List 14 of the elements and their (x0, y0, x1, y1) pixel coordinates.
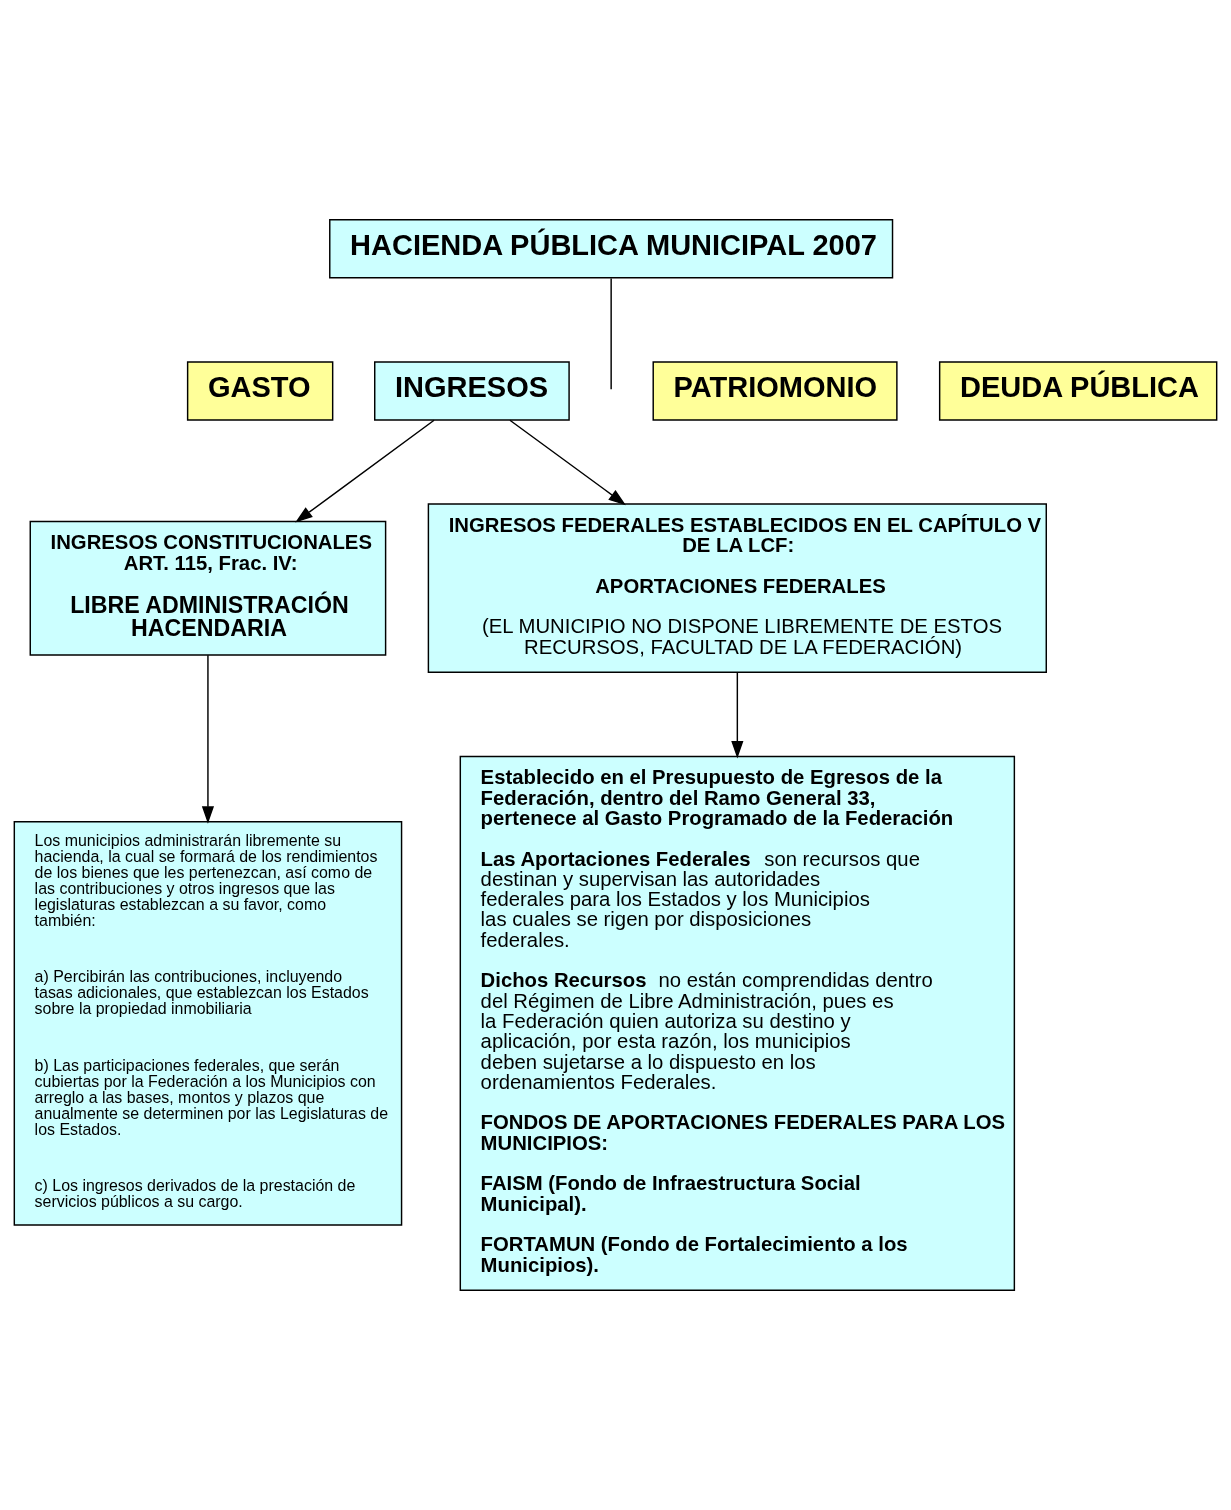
arrow (201, 654, 215, 824)
node-box: PATRIOMONIO (652, 361, 898, 421)
arrow (731, 671, 744, 759)
node-box: HACIENDA PÚBLICA MUNICIPAL 2007 (329, 219, 894, 279)
node-box: Los municipios administrarán libremente su hacienda, la cual se formará de los rendimientos de los bienes que les pertenezcan, así como de las contribuciones y otros ingresos que las legislaturas establezcan a su favor, como también: a) Percibirán las contribuciones, incluyendo tasas adicionales, que establezcan los Estados sobre la propiedad inmobiliaria b) Las participaciones federales, que serán cubiertas por la Federación a los Municipios con arreglo a las bases, montos y plazos que anualmente se determinen por las Legislaturas de los Estados. c) Los ingresos derivados de la prestación de servicios públicos a su cargo. (13, 821, 403, 1226)
arrow (295, 419, 435, 523)
arrow (509, 419, 626, 506)
node-box: INGRESOS FEDERALES ESTABLECIDOS EN EL CAPÍTULO V DE LA LCF: APORTACIONES FEDERALES (EL MUNICIPIO NO DISPONE LIBREMENTE DE ESTOS RECURSOS, FACULTAD DE LA FEDERACIÓN) (427, 503, 1047, 674)
node-box: DEUDA PÚBLICA (938, 361, 1218, 421)
node-box: INGRESOS CONSTITUCIONALES ART. 115, Frac. IV: LIBRE ADMINISTRACIÓN HACENDARIA (29, 520, 387, 656)
node-box: GASTO (186, 361, 334, 421)
connector (610, 277, 612, 391)
node-box: Establecido en el Presupuesto de Egresos de la Federación, dentro del Ramo General 33, pertenece al Gasto Programado de la Federación Las Aportaciones Federales son recursos que destinan y supervisan las autoridades federales para los Estados y los Municipios las cuales se rigen por disposiciones federales. Dichos Recursos no están comprendidas dentro del Régimen de Libre Administración, pues es la Federación quien autoriza su destino y aplicación, por esta razón, los municipios deben sujetarse a lo dispuesto en los ordenamientos Federales. FONDOS DE APORTACIONES FEDERALES PARA LOS MUNICIPIOS: FAISM (Fondo de Infraestructura Social Municipal). FORTAMUN (Fondo de Fortalecimiento a los Municipios). (459, 755, 1016, 1291)
node-box: INGRESOS (374, 361, 570, 421)
